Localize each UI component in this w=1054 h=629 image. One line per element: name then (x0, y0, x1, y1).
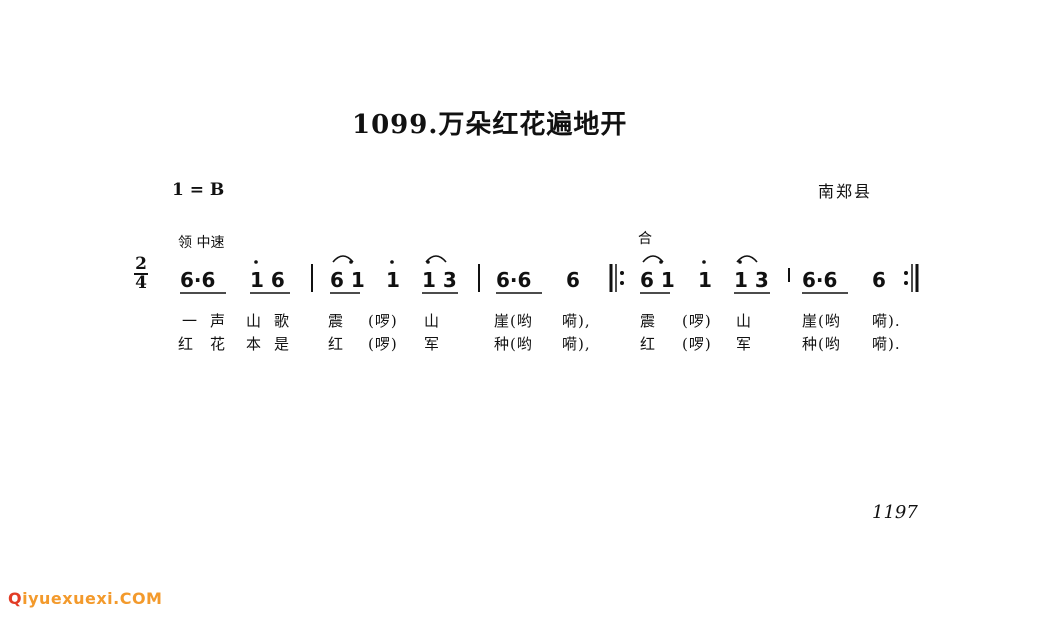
repeat-dot (904, 271, 908, 275)
note-group: 1 (386, 268, 400, 292)
lyric-word: 崖(哟 (494, 312, 533, 330)
lyric-word: 山 (736, 312, 753, 330)
site-watermark: Qiyuexuexi.COM (8, 589, 162, 608)
lyric-word: 花 (210, 335, 227, 353)
lyric-word: 军 (736, 335, 753, 353)
region-label: 南郑县 (818, 182, 873, 201)
watermark-q-logo-icon: Q (8, 589, 23, 608)
song-title: 1099.万朵红花遍地开 (352, 110, 628, 140)
lyric-word: 红 (640, 335, 657, 353)
lyric-word: 震 (328, 312, 345, 330)
lyric-word: 震 (640, 312, 657, 330)
octave-dot (390, 260, 394, 264)
lyric-word: 是 (274, 335, 291, 353)
lyric-word: 嗬). (872, 335, 901, 353)
note-group: 6 (872, 268, 886, 292)
chorus-marking: 合 (638, 231, 652, 247)
note-group: 6 (566, 268, 580, 292)
octave-dot (738, 260, 742, 264)
lyric-word: (啰) (368, 312, 398, 330)
note-group: 1 3 (734, 268, 769, 292)
lyric-word: 一 (182, 312, 199, 330)
repeat-dot (620, 281, 624, 285)
lyric-word: 歌 (274, 312, 291, 330)
note-group: 6·6 (802, 268, 838, 292)
octave-dot (349, 260, 353, 264)
octave-dot (254, 260, 258, 264)
note-group: 1 3 (422, 268, 457, 292)
lyric-word: 种(哟 (802, 335, 841, 353)
note-group: 6·6 (496, 268, 532, 292)
octave-dot (702, 260, 706, 264)
lyric-word: 嗬). (872, 312, 901, 330)
slur (736, 255, 758, 263)
time-signature-bottom: 4 (135, 273, 147, 293)
tempo-marking: 领 中速 (178, 235, 225, 251)
note-group: 6·6 (180, 268, 216, 292)
lyric-word: (啰) (682, 335, 712, 353)
lyric-word: 嗬), (562, 335, 591, 353)
repeat-dot (904, 281, 908, 285)
time-signature-top: 2 (134, 254, 148, 275)
lyric-word: 红 (328, 335, 345, 353)
note-group: 1 (698, 268, 712, 292)
lyric-word: 山 (424, 312, 441, 330)
octave-dot (426, 260, 430, 264)
lyric-word: 种(哟 (494, 335, 533, 353)
lyric-word: (啰) (368, 335, 398, 353)
lyric-word: 红 (178, 335, 195, 353)
lyric-word: 军 (424, 335, 441, 353)
key-signature: 1 = B (172, 180, 225, 200)
time-signature: 2 4 (134, 256, 148, 292)
watermark-text: iyuexuexi.COM (22, 589, 163, 608)
octave-dot (659, 260, 663, 264)
repeat-dot (620, 271, 624, 275)
lyric-word: 本 (246, 335, 263, 353)
note-group: 6 1 (330, 268, 365, 292)
page-number: 1197 (872, 502, 918, 523)
lyric-word: 山 (246, 312, 263, 330)
lyric-word: (啰) (682, 312, 712, 330)
note-group: 6 1 (640, 268, 675, 292)
lyric-word: 嗬), (562, 312, 591, 330)
note-group: 1 6 (250, 268, 285, 292)
lyric-word: 崖(哟 (802, 312, 841, 330)
lyric-word: 声 (210, 312, 227, 330)
